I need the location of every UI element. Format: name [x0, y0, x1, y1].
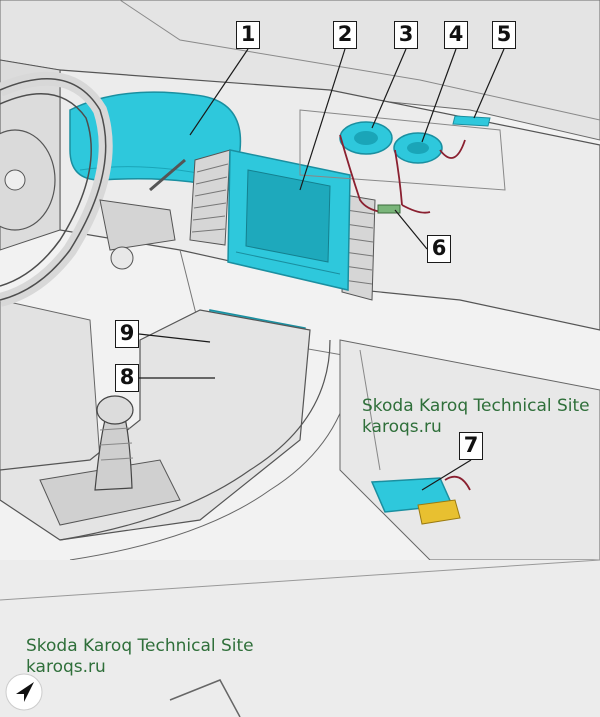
watermark-left: Skoda Karoq Technical Site karoqs.ru: [26, 636, 254, 678]
watermark-right: Skoda Karoq Technical Site karoqs.ru: [362, 396, 590, 438]
watermark-site-url: karoqs.ru: [362, 417, 590, 438]
callout-label: 8: [115, 364, 139, 392]
callout-label: 9: [115, 320, 139, 348]
callout-label: 6: [427, 235, 451, 263]
watermark-site-name: Skoda Karoq Technical Site: [26, 636, 254, 657]
watermark-site-url: karoqs.ru: [26, 657, 254, 678]
watermark-site-name: Skoda Karoq Technical Site: [362, 396, 590, 417]
antenna-module: [453, 116, 490, 126]
connector-6: [378, 205, 400, 213]
callout-label: 3: [394, 21, 418, 49]
callout-label: 1: [236, 21, 260, 49]
callout-label: 2: [333, 21, 357, 49]
callout-label: 4: [444, 21, 468, 49]
callout-label: 5: [492, 21, 516, 49]
north-arrow-icon: [4, 672, 44, 712]
